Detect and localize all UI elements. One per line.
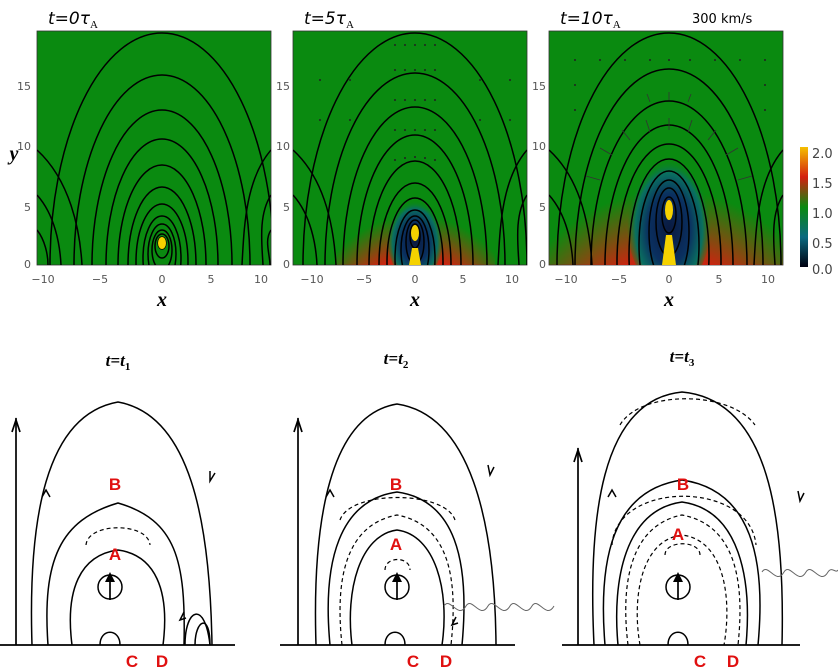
svg-text:−10: −10	[31, 273, 54, 286]
svg-text:10: 10	[532, 140, 546, 153]
top-panel-3-current-sheet	[662, 200, 676, 265]
svg-text:5: 5	[539, 201, 546, 214]
bottom-panel-1-title: t=t1	[106, 351, 131, 373]
top-panel-1: t=0τA −10 −5 0 5	[8, 9, 272, 311]
label-B-2: B	[390, 475, 402, 494]
top-panel-3-y-ticks: 0 5 10 15	[532, 80, 546, 271]
label-A-3: A	[672, 525, 684, 544]
top-panel-2-field-lines	[293, 32, 527, 265]
bottom-panel-3-title: t=t3	[670, 347, 695, 369]
svg-text:−5: −5	[356, 273, 372, 286]
velocity-scale-label: 300 km/s	[692, 12, 753, 27]
label-C-2: C	[407, 652, 419, 671]
top-panel-1-title: t=0τA	[48, 9, 98, 31]
bottom-panel-3: t=t3 B A C D	[562, 347, 838, 671]
top-panel-1-flux-rope-core	[158, 237, 166, 249]
svg-text:0: 0	[159, 273, 166, 286]
label-D-3: D	[727, 652, 739, 671]
colorbar: 2.0 1.5 1.0 0.5 0.0	[800, 147, 833, 278]
svg-text:5: 5	[716, 273, 723, 286]
svg-text:5: 5	[283, 201, 290, 214]
svg-text:5: 5	[460, 273, 467, 286]
label-B-1: B	[109, 475, 121, 494]
colorbar-gradient	[800, 147, 808, 267]
svg-text:−5: −5	[92, 273, 108, 286]
top-panel-3-cavity	[627, 152, 711, 265]
label-A-2: A	[390, 535, 402, 554]
label-D-2: D	[440, 652, 452, 671]
svg-text:5: 5	[208, 273, 215, 286]
top-panel-3: t=10τA 300 km/s	[532, 9, 784, 311]
svg-text:0: 0	[412, 273, 419, 286]
svg-text:0: 0	[283, 258, 290, 271]
top-panel-2-velocity-arrows	[319, 44, 511, 161]
bottom-panel-1-drawing	[0, 401, 235, 646]
bottom-panel-2-title: t=t2	[384, 349, 409, 371]
label-C-1: C	[126, 652, 138, 671]
bottom-panel-1: t=t1 B A C D	[0, 351, 235, 671]
svg-text:−10: −10	[554, 273, 577, 286]
svg-text:0.0: 0.0	[812, 263, 833, 278]
svg-text:10: 10	[276, 140, 290, 153]
label-A-1: A	[109, 545, 121, 564]
top-panel-3-velocity-arrows	[585, 92, 753, 181]
top-panel-2-title: t=5τA	[304, 9, 354, 31]
svg-text:10: 10	[254, 273, 268, 286]
svg-text:1.5: 1.5	[812, 177, 833, 192]
top-panel-2-y-ticks: 0 5 10 15	[276, 80, 290, 271]
top-panel-1-field-lines	[37, 32, 271, 265]
top-panel-1-x-label: x	[156, 289, 167, 311]
svg-text:−10: −10	[300, 273, 323, 286]
top-panel-2-x-label: x	[409, 289, 420, 311]
top-panel-2: t=5τA	[276, 9, 528, 311]
top-panel-3-grid-dots	[574, 59, 766, 111]
svg-text:15: 15	[532, 80, 546, 93]
svg-text:10: 10	[505, 273, 519, 286]
svg-text:10: 10	[761, 273, 775, 286]
svg-text:0.5: 0.5	[812, 237, 833, 252]
label-D-1: D	[156, 652, 168, 671]
svg-text:0: 0	[666, 273, 673, 286]
top-panel-1-y-ticks: 0 5 10 15	[17, 80, 31, 271]
svg-text:2.0: 2.0	[812, 147, 833, 162]
bottom-panel-2: t=t2 B A C D	[280, 349, 555, 671]
svg-text:1.0: 1.0	[812, 207, 833, 222]
svg-text:0: 0	[539, 258, 546, 271]
bottom-panel-2-drawing	[280, 403, 555, 646]
label-B-3: B	[677, 475, 689, 494]
top-panel-3-x-label: x	[663, 289, 674, 311]
top-panel-1-x-ticks: −10 −5 0 5 10	[31, 273, 268, 286]
top-panel-3-title: t=10τA	[560, 9, 621, 31]
label-C-3: C	[694, 652, 706, 671]
y-axis-label: y	[8, 143, 19, 165]
svg-text:15: 15	[17, 80, 31, 93]
svg-text:5: 5	[24, 201, 31, 214]
top-panel-2-current-sheet	[409, 225, 421, 265]
svg-text:−5: −5	[611, 273, 627, 286]
colorbar-ticks: 2.0 1.5 1.0 0.5 0.0	[812, 147, 833, 278]
top-panel-2-x-ticks: −10 −5 0 5 10	[300, 273, 519, 286]
bottom-panel-3-drawing	[562, 391, 838, 646]
svg-text:0: 0	[24, 258, 31, 271]
top-panel-3-x-ticks: −10 −5 0 5 10	[554, 273, 775, 286]
svg-text:15: 15	[276, 80, 290, 93]
svg-text:10: 10	[17, 140, 31, 153]
